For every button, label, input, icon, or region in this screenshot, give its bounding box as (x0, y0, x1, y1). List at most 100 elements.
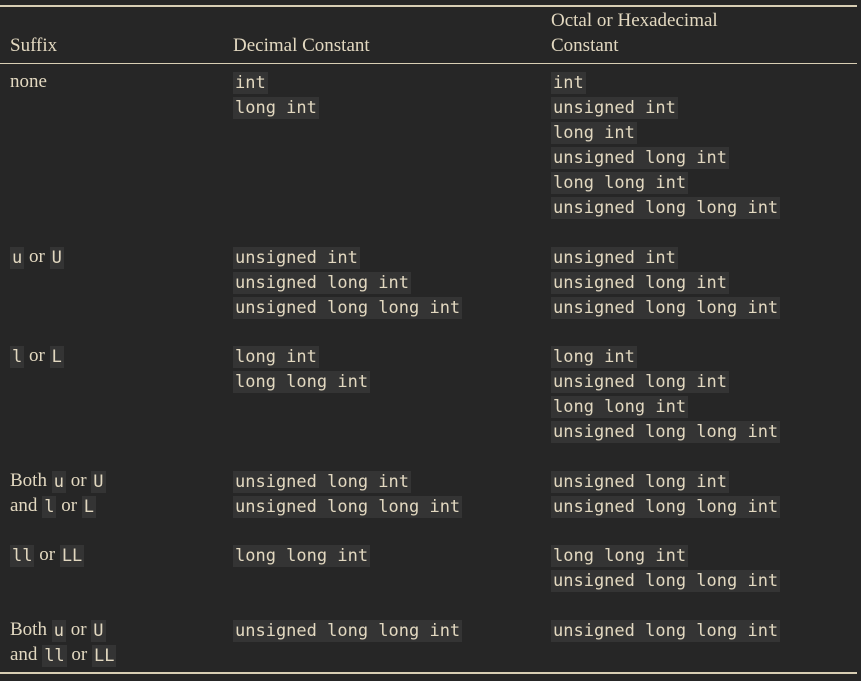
suffix-and: and (10, 644, 38, 665)
header-decimal-constant: Decimal Constant (233, 35, 370, 56)
type-line: long long int (551, 393, 780, 418)
type-line: unsigned long long int (551, 617, 781, 642)
suffix-and: and (10, 495, 38, 516)
type-line: unsigned long long int (233, 294, 463, 319)
type-line: unsigned int (551, 94, 780, 119)
suffix-text: none (10, 71, 47, 92)
header-octal-hex-line2: Constant (551, 35, 619, 56)
type-line: int (233, 69, 319, 94)
type-name: unsigned long long int (551, 619, 781, 642)
type-line: unsigned long int (233, 269, 462, 294)
type-line: unsigned long long int (551, 567, 781, 592)
type-name: unsigned int (233, 246, 360, 269)
suffix-or: or (29, 345, 45, 366)
suffix-both: Both (10, 470, 47, 491)
suffix-code: L (81, 495, 97, 518)
suffix-code: u (10, 246, 25, 269)
suffix-code: ll (10, 544, 35, 567)
type-name: unsigned long long int (551, 196, 781, 219)
header-octal-hex-constant: Octal or Hexadecimal Constant (551, 8, 718, 58)
suffix-or: or (71, 644, 88, 665)
suffix-cell-ll: ll or LL (10, 542, 85, 567)
type-line: unsigned long int (551, 468, 780, 493)
suffix-or: or (61, 495, 78, 516)
type-line: long int (551, 119, 780, 144)
type-line: unsigned long long int (551, 194, 781, 219)
type-name: unsigned long long int (233, 619, 463, 642)
type-name: unsigned int (551, 246, 678, 269)
suffix-or: or (39, 544, 56, 565)
type-line: unsigned long int (551, 144, 780, 169)
type-line: unsigned long long int (233, 617, 463, 642)
type-name: unsigned int (551, 96, 678, 119)
type-line: int (551, 69, 780, 94)
suffix-cell-l: l or L (10, 343, 64, 368)
type-name: unsigned long long int (551, 296, 781, 319)
table-top-rule (0, 5, 857, 7)
type-line: unsigned long long int (551, 294, 781, 319)
suffix-both: Both (10, 619, 47, 640)
type-name: unsigned long int (551, 470, 729, 493)
type-name: int (551, 71, 586, 94)
type-name: unsigned long long int (551, 495, 781, 518)
suffix-cell-ul: Both u or U and l or L (10, 468, 106, 518)
type-line: long long int (551, 169, 780, 194)
suffix-code: L (49, 345, 64, 368)
suffix-cell-ull: Both u or U and ll or LL (10, 617, 117, 667)
suffix-cell-none: none (10, 69, 47, 94)
suffix-or: or (70, 619, 87, 640)
type-line: unsigned long int (551, 269, 780, 294)
octal-hex-cell-ull: unsigned long long int (551, 617, 781, 642)
suffix-code: u (51, 470, 66, 493)
type-name: long long int (233, 544, 371, 567)
type-name: int (233, 71, 268, 94)
suffix-code: LL (92, 644, 117, 667)
type-name: unsigned long long int (233, 495, 463, 518)
type-line: long int (551, 343, 780, 368)
type-name: unsigned long long int (551, 420, 781, 443)
type-name: unsigned long int (233, 271, 411, 294)
header-suffix: Suffix (10, 35, 58, 56)
suffix-code: U (91, 470, 106, 493)
type-line: unsigned int (551, 244, 780, 269)
type-name: unsigned long int (233, 470, 411, 493)
suffix-code: U (91, 619, 106, 642)
type-line: unsigned long int (551, 368, 780, 393)
suffix-code: l (10, 345, 25, 368)
type-line: long long int (233, 542, 371, 567)
type-name: unsigned long int (551, 370, 729, 393)
type-line: long int (233, 343, 370, 368)
type-line: unsigned long int (233, 468, 462, 493)
table-bottom-rule (0, 672, 857, 674)
type-name: long long int (551, 171, 689, 194)
type-name: long long int (551, 544, 689, 567)
type-name: long int (233, 96, 319, 119)
type-name: unsigned long int (551, 271, 729, 294)
suffix-cell-u: u or U (10, 244, 64, 269)
suffix-code: l (42, 495, 57, 518)
type-line: unsigned long long int (233, 493, 463, 518)
suffix-code: U (49, 246, 64, 269)
type-line: unsigned long long int (551, 418, 781, 443)
type-name: unsigned long long int (233, 296, 463, 319)
header-rule (0, 63, 857, 64)
type-name: unsigned long int (551, 146, 729, 169)
suffix-or: or (29, 246, 45, 267)
type-line: long long int (233, 368, 371, 393)
header-octal-hex-line1: Octal or Hexadecimal (551, 10, 718, 31)
type-name: long int (551, 121, 637, 144)
type-name: long int (233, 345, 319, 368)
decimal-cell-ll: long long int (233, 542, 371, 567)
suffix-code: LL (59, 544, 85, 567)
suffix-code: u (51, 619, 66, 642)
suffix-or: or (70, 470, 87, 491)
